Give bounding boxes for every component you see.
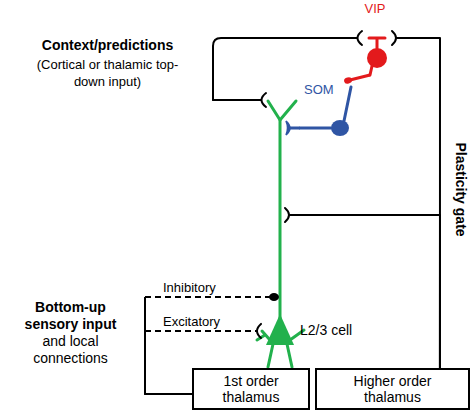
connector	[392, 31, 440, 368]
box-label: 1st order thalamus	[206, 373, 296, 405]
vip-soma	[367, 48, 387, 68]
synapse-terminal	[286, 121, 290, 135]
connector	[286, 121, 300, 135]
vip-neurites	[369, 38, 385, 75]
top-down-input-wire	[213, 99, 261, 101]
pyramidal-soma	[266, 314, 294, 345]
annotation-label: Context/predictions	[25, 37, 190, 54]
connector-layer	[145, 31, 440, 394]
cell-label: L2/3 cell	[300, 322, 370, 339]
excitatory-terminal	[392, 31, 396, 45]
connector-label: Excitatory	[163, 313, 253, 330]
thalamus-box: 1st order thalamus	[192, 368, 310, 410]
synapse-terminal	[257, 324, 261, 338]
inhibitory-terminal	[269, 293, 279, 301]
axon-terminal	[343, 77, 352, 85]
thalamus-box: Higher order thalamus	[315, 368, 470, 410]
connector-wire	[350, 75, 370, 80]
connector-wire	[395, 38, 440, 368]
apical-trunk	[279, 120, 282, 322]
axon-terminal	[286, 121, 290, 135]
top-down-input-wire	[213, 38, 357, 100]
som-neuron: SOM	[300, 80, 360, 145]
annotation-label: (Cortical or thalamic top-down input)	[25, 56, 190, 90]
synapse-terminal	[262, 93, 267, 107]
connector-wire	[145, 330, 258, 332]
synapse-terminal	[343, 77, 352, 85]
synapse-terminal	[392, 31, 396, 45]
connector-wire	[288, 215, 440, 368]
connector-label: Plasticity gate	[452, 130, 469, 250]
annotation-label: Bottom-up sensory input	[8, 299, 133, 333]
synapse-terminal	[269, 293, 279, 301]
synapse-terminal	[285, 208, 289, 222]
apical-tuft	[268, 101, 296, 120]
connector-wire	[145, 296, 270, 298]
connector	[343, 75, 370, 84]
connector-wire	[145, 331, 192, 394]
pyramidal-neuron: L2/3 cell	[258, 98, 288, 360]
box-label: Higher order thalamus	[339, 373, 446, 405]
excitatory-terminal	[285, 208, 289, 222]
synapse-terminal	[358, 31, 363, 45]
vip-neuron: VIP	[350, 0, 400, 75]
connector	[285, 208, 440, 368]
connector-label: Inhibitory	[163, 279, 253, 296]
cell-label: VIP	[350, 0, 400, 17]
excitatory-terminal	[257, 324, 261, 338]
cell-label: SOM	[304, 81, 344, 98]
som-soma	[331, 120, 349, 136]
connector-wire	[145, 297, 192, 394]
annotation-label: and local connections	[8, 333, 133, 367]
